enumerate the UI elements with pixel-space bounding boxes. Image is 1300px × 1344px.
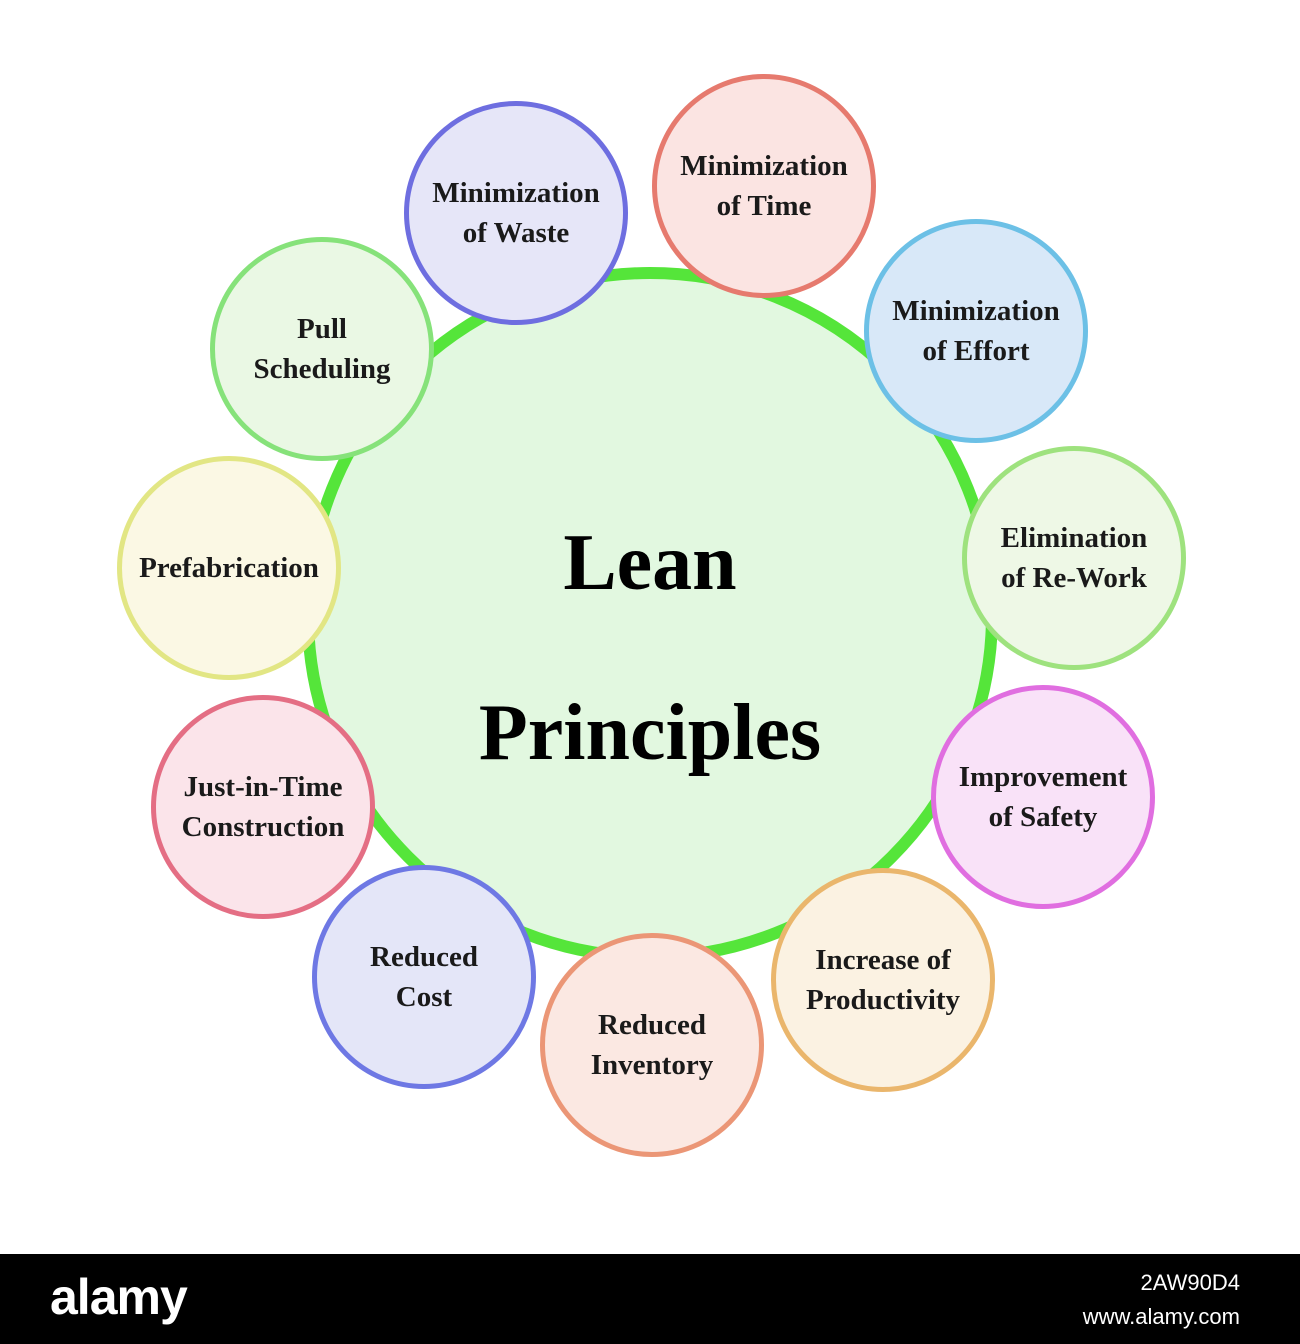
principle-node: Prefabrication <box>117 456 341 680</box>
principle-label: Improvement of Safety <box>958 761 1128 833</box>
lean-principles-diagram: Minimization of Waste Minimization of Tim… <box>117 74 1186 1157</box>
principle-node: Pull Scheduling <box>210 237 434 461</box>
principle-label: Reduced Inventory <box>590 1009 714 1081</box>
brand-logo: alamy <box>50 1269 188 1325</box>
principle-label: Prefabrication <box>139 552 319 584</box>
footer-bar: alamy 2AW90D4 www.alamy.com <box>0 1254 1300 1344</box>
principle-label: Minimization of Effort <box>892 295 1060 367</box>
title-line-1: Lean <box>563 519 737 607</box>
principle-label: Reduced Cost <box>370 941 478 1013</box>
principle-node: Reduced Cost <box>312 865 536 1089</box>
principle-node: Elimination of Re-Work <box>962 446 1186 670</box>
principle-label: Minimization of Waste <box>432 177 600 249</box>
principle-node: Minimization of Waste <box>404 101 628 325</box>
principle-node: Minimization of Effort <box>864 219 1088 443</box>
principle-node: Reduced Inventory <box>540 933 764 1157</box>
principle-label: Increase of Productivity <box>805 944 961 1016</box>
site-url: www.alamy.com <box>1082 1304 1240 1329</box>
principle-label: Just-in-Time Construction <box>181 771 345 843</box>
principle-node: Improvement of Safety <box>931 685 1155 909</box>
principle-node: Just-in-Time Construction <box>151 695 375 919</box>
center-title: Lean Principles <box>350 478 950 818</box>
principle-label: Pull Scheduling <box>253 313 391 385</box>
principle-node: Minimization of Time <box>652 74 876 298</box>
title-line-2: Principles <box>478 689 822 777</box>
principle-node: Increase of Productivity <box>771 868 995 1092</box>
principle-label: Minimization of Time <box>680 150 848 222</box>
image-id: 2AW90D4 <box>1140 1270 1240 1295</box>
principle-label: Elimination of Re-Work <box>1000 522 1148 594</box>
